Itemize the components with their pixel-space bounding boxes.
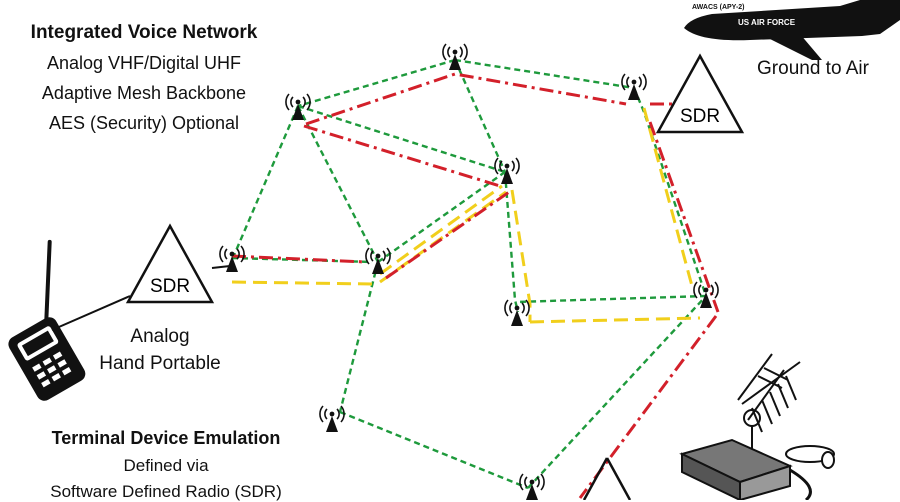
radio-tower-icon	[285, 93, 311, 121]
mesh-links	[230, 58, 708, 490]
radio-tower-icon	[442, 43, 468, 71]
yellow-route-segment	[642, 107, 694, 287]
sdr-label-right: SDR	[680, 106, 720, 127]
mesh-link	[339, 410, 529, 490]
red-route	[231, 72, 720, 499]
mesh-link	[230, 105, 300, 261]
network-line-3: AES (Security) Optional	[48, 113, 240, 133]
yellow-route-segment	[379, 190, 507, 284]
sdr-label-left: SDR	[150, 276, 190, 297]
yagi-antenna-icon	[737, 353, 801, 470]
sdr-triangle-icon	[582, 457, 632, 500]
network-line-2: Adaptive Mesh Backbone	[41, 83, 247, 103]
yellow-route	[231, 107, 701, 324]
aircraft-label-top: AWACS (APY-2)	[692, 4, 745, 11]
radio-tower-icon	[219, 245, 245, 273]
terminal-emulation-line-1: Defined via	[123, 456, 209, 475]
yellow-route-segment	[510, 189, 532, 322]
connector-line	[51, 295, 131, 331]
red-route-segment	[303, 124, 501, 188]
mesh-link	[297, 58, 456, 108]
terminal-emulation-title: Terminal Device Emulation	[51, 428, 281, 448]
red-route-segment	[305, 72, 627, 126]
handheld-caption-line-1: Analog	[130, 326, 190, 347]
mesh-link	[377, 171, 506, 263]
sdr-triangle-icon: SDR	[125, 223, 215, 304]
awacs-aircraft-icon: AWACS (APY-2) US AIR FORCE	[684, 0, 900, 60]
sdr-triangle-icon: SDR	[655, 53, 745, 134]
handheld-caption-line-2: Hand Portable	[99, 353, 221, 374]
network-line-1: Analog VHF/Digital UHF	[46, 53, 242, 73]
mesh-link	[503, 171, 520, 313]
yellow-route-segment	[231, 280, 373, 286]
mesh-link	[527, 295, 707, 489]
aircraft-label-body: US AIR FORCE	[738, 18, 796, 27]
mesh-link	[297, 104, 506, 174]
radio-tower-icon	[519, 473, 545, 500]
ground-to-air-caption: Ground to Air	[757, 58, 869, 79]
mesh-link	[454, 58, 635, 90]
red-route-segment	[385, 188, 513, 280]
connector-line	[211, 265, 231, 269]
base-station-radio-icon	[679, 438, 835, 500]
mesh-link	[338, 261, 380, 413]
network-title: Integrated Voice Network	[30, 22, 258, 43]
yellow-route-segment	[529, 316, 701, 324]
yellow-route-segment	[379, 184, 503, 276]
red-route-segment	[231, 254, 367, 264]
terminal-emulation-line-2: Software Defined Radio (SDR)	[50, 482, 282, 501]
mesh-link	[515, 294, 707, 304]
mesh-link	[231, 256, 373, 264]
red-route-segment	[648, 121, 720, 313]
handheld-radio-icon	[8, 239, 86, 401]
mesh-link	[453, 59, 507, 173]
